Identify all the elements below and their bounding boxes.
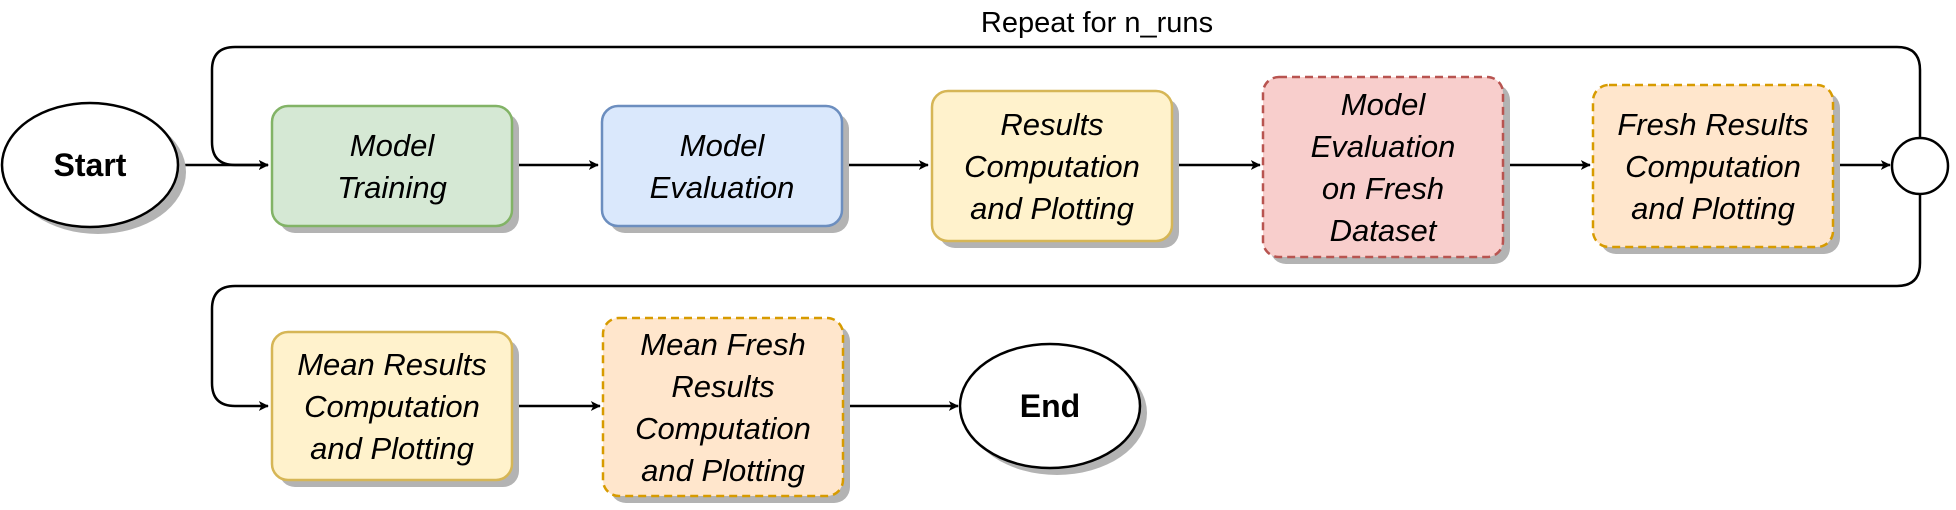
junction-circle: [1890, 136, 1950, 196]
node-label-line: Results: [1000, 107, 1103, 142]
node-label-line: Evaluation: [1311, 129, 1456, 164]
end-terminal: End: [958, 342, 1147, 475]
node-label-line: on Fresh: [1322, 171, 1444, 206]
edge-junction-mean-results: [210, 192, 1922, 411]
node-box: [270, 104, 514, 228]
node-label-line: Computation: [635, 411, 811, 446]
node-box: [1261, 75, 1505, 259]
edges: [182, 45, 1922, 411]
node-box: [601, 316, 845, 498]
node-label-line: and Plotting: [1631, 191, 1795, 226]
process-nodes: ModelTrainingModelEvaluationResultsCompu…: [270, 75, 1840, 503]
node-label-line: and Plotting: [641, 453, 805, 488]
end-label: End: [1020, 388, 1080, 424]
node-label-line: Evaluation: [650, 170, 795, 205]
node-label-line: Computation: [1625, 149, 1801, 184]
node-label-line: Model: [350, 128, 436, 163]
loop-back-edge: [210, 45, 1922, 170]
node-label-line: Mean Fresh: [640, 327, 805, 362]
start-label: Start: [54, 147, 127, 183]
node-label-line: Fresh Results: [1617, 107, 1808, 142]
loop-label: Repeat for n_runs: [981, 7, 1213, 39]
node-label-line: Computation: [304, 389, 480, 424]
node-label-line: Mean Results: [297, 347, 487, 382]
node-label-line: Model: [680, 128, 766, 163]
node-box: [930, 89, 1174, 243]
node-label-line: and Plotting: [970, 191, 1134, 226]
node-box: [270, 330, 514, 482]
node-label-line: Model: [1341, 87, 1427, 122]
node-label-line: Results: [671, 369, 774, 404]
node-box: [1591, 83, 1835, 249]
node-label-line: Dataset: [1330, 213, 1438, 248]
node-label-line: Training: [337, 170, 447, 205]
node-label-line: Computation: [964, 149, 1140, 184]
node-box: [600, 104, 844, 228]
node-label-line: and Plotting: [310, 431, 474, 466]
start-terminal: Start: [0, 101, 186, 234]
